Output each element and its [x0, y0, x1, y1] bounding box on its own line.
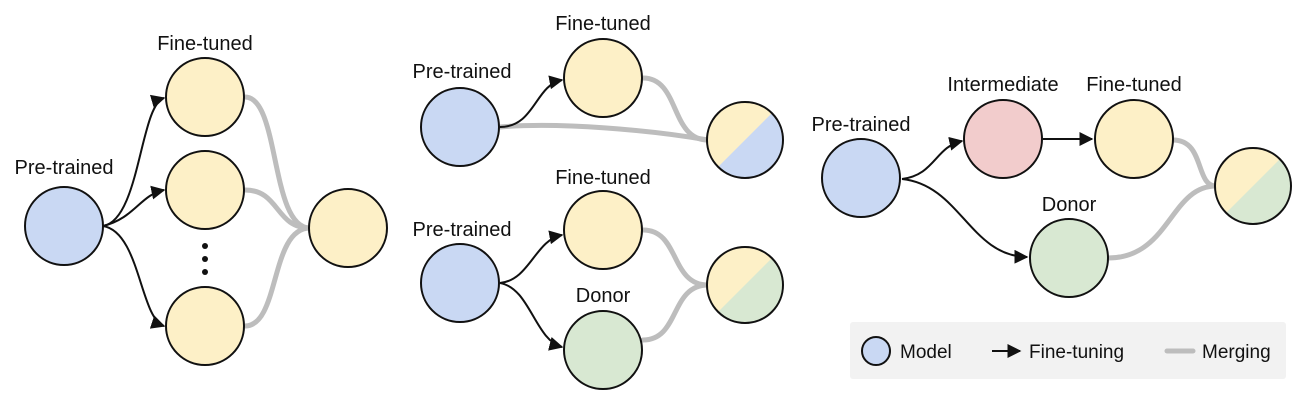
merge-line [242, 94, 313, 231]
merge-line [242, 187, 313, 231]
finetune-arrow [901, 136, 964, 180]
finetuned-label: Fine-tuned [157, 33, 253, 55]
intermediate-node [963, 99, 1043, 179]
diagram-multi-finetune-merge: Pre-trained Fine-tuned [15, 33, 388, 366]
donor-label: Donor [1042, 194, 1097, 216]
legend-merging-label: Merging [1202, 342, 1271, 363]
pretrained-node [420, 243, 500, 323]
ellipsis-dots [202, 243, 208, 275]
finetuned-node [165, 150, 245, 230]
finetuned-node [165, 286, 245, 366]
legend-finetuning-label: Fine-tuning [1029, 342, 1124, 363]
finetuned-label: Fine-tuned [555, 167, 651, 189]
legend-model-label: Model [900, 342, 952, 363]
finetuned-node [563, 190, 643, 270]
finetuned-node [165, 57, 245, 137]
pretrained-label: Pre-trained [812, 114, 911, 136]
pretrained-node [420, 87, 500, 167]
legend-background [850, 322, 1286, 379]
finetuned-node [1094, 99, 1174, 179]
pretrained-node [24, 186, 104, 266]
diagram-intermediate-donor-merge: Pre-trained Intermediate Fine-tuned Dono… [812, 74, 1292, 298]
finetune-arrow [102, 94, 166, 227]
finetuned-label: Fine-tuned [555, 13, 651, 35]
legend-model-icon [861, 336, 891, 366]
finetuned-label: Fine-tuned [1086, 74, 1182, 96]
pretrained-label: Pre-trained [413, 219, 512, 241]
finetune-arrow [102, 185, 166, 227]
pretrained-label: Pre-trained [413, 61, 512, 83]
merge-line [640, 227, 711, 288]
donor-node [1029, 218, 1109, 298]
merged-node [706, 246, 784, 324]
legend: Model Fine-tuning Merging [850, 322, 1286, 379]
finetune-arrow [499, 230, 564, 284]
diagram-pretrained-finetuned-merge: Pre-trained Fine-tuned [413, 13, 784, 179]
merge-line [497, 122, 711, 143]
finetune-arrow [499, 282, 564, 351]
donor-node [563, 310, 643, 390]
finetuned-node [563, 38, 643, 118]
pretrained-node [821, 138, 901, 218]
merge-line [1105, 183, 1219, 261]
merged-node [308, 188, 388, 268]
finetune-arrow [499, 75, 564, 128]
merge-line [1170, 137, 1219, 189]
pretrained-label: Pre-trained [15, 157, 114, 179]
intermediate-label: Intermediate [947, 74, 1058, 96]
merged-node [1214, 147, 1292, 225]
merged-node [706, 101, 784, 179]
donor-label: Donor [576, 285, 631, 307]
merge-line [242, 225, 313, 329]
diagram-finetuned-donor-merge: Pre-trained Fine-tuned Donor [413, 167, 784, 390]
finetune-arrow [102, 225, 166, 329]
merge-line [640, 282, 711, 343]
finetune-arrow [901, 178, 1029, 264]
